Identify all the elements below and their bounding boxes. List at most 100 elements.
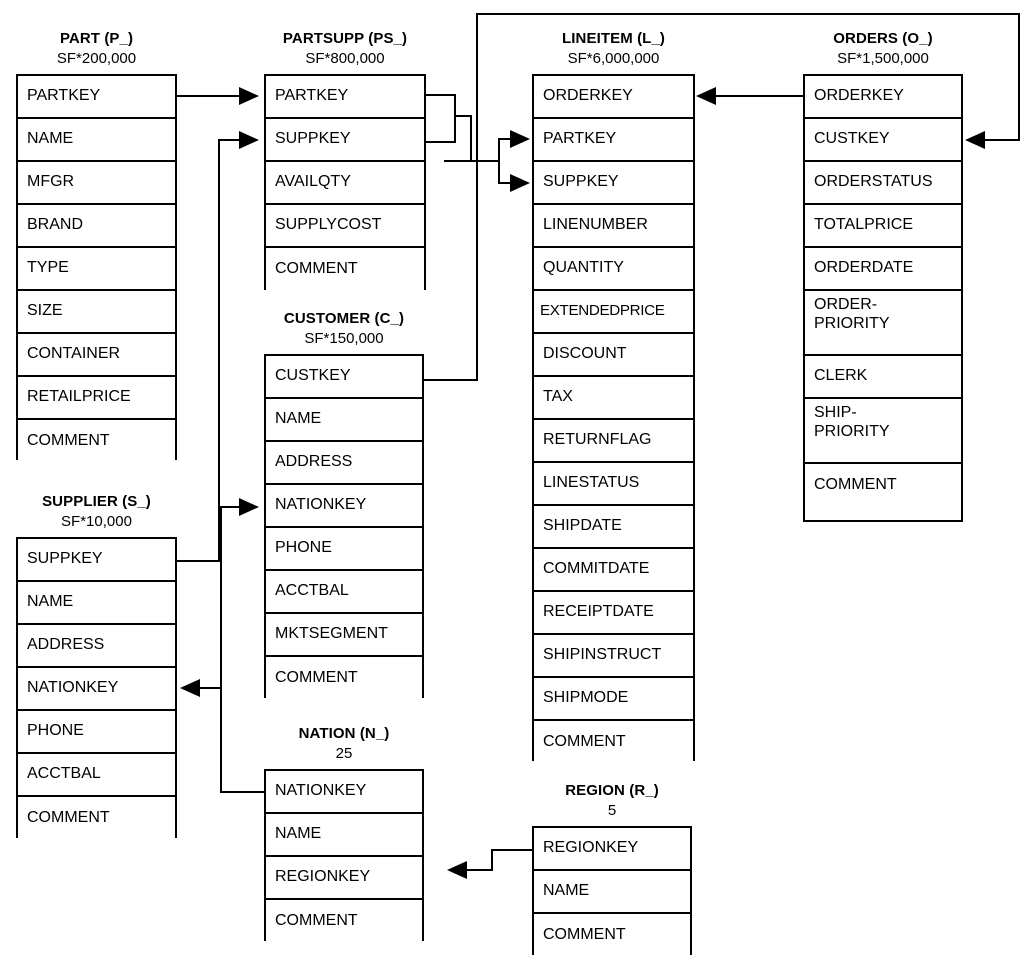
arrowhead-lineitem-suppkey [510, 174, 530, 192]
column-lineitem-orderkey[interactable]: ORDERKEY [534, 76, 693, 119]
column-nation-comment[interactable]: COMMENT [266, 900, 422, 943]
column-orders-orderpriority[interactable]: ORDER- PRIORITY [805, 291, 961, 356]
column-part-partkey[interactable]: PARTKEY [18, 76, 175, 119]
column-orders-orderdate[interactable]: ORDERDATE [805, 248, 961, 291]
arrowhead-lineitem-orderkey [696, 87, 716, 105]
entity-orders-title: ORDERS (O_) [833, 30, 933, 47]
column-lineitem-quantity[interactable]: QUANTITY [534, 248, 693, 291]
link-part-partsupp [177, 95, 239, 97]
column-lineitem-shipinstruct[interactable]: SHIPINSTRUCT [534, 635, 693, 678]
column-lineitem-returnflag[interactable]: RETURNFLAG [534, 420, 693, 463]
column-orders-shippriority-line2: PRIORITY [814, 422, 890, 440]
column-supplier-acctbal[interactable]: ACCTBAL [18, 754, 175, 797]
column-orders-clerk[interactable]: CLERK [805, 356, 961, 399]
column-part-comment[interactable]: COMMENT [18, 420, 175, 462]
column-partsupp-availqty[interactable]: AVAILQTY [266, 162, 424, 205]
link-region-nation-seg1 [493, 849, 532, 851]
link-customer-orders-seg2 [476, 13, 478, 381]
arrowhead-customer-nationkey [239, 498, 259, 516]
column-lineitem-extendedprice[interactable]: EXTENDEDPRICE [534, 291, 693, 334]
column-lineitem-partkey[interactable]: PARTKEY [534, 119, 693, 162]
link-supplier-partsupp-seg3 [218, 139, 239, 141]
column-customer-name[interactable]: NAME [266, 399, 422, 442]
link-customer-orders-seg3 [476, 13, 1020, 15]
column-part-size[interactable]: SIZE [18, 291, 175, 334]
column-lineitem-tax[interactable]: TAX [534, 377, 693, 420]
link-partsupp-lineitem-a2 [454, 94, 456, 143]
link-partsupp-lineitem-b2 [470, 115, 472, 162]
link-supplier-partsupp-seg2 [218, 139, 220, 562]
column-customer-mktsegment[interactable]: MKTSEGMENT [266, 614, 422, 657]
entity-customer-title: CUSTOMER (C_) [283, 310, 405, 327]
column-lineitem-comment[interactable]: COMMENT [534, 721, 693, 763]
entity-supplier-title: SUPPLIER (S_) [42, 493, 151, 510]
column-orders-orderpriority-line1: ORDER- [814, 296, 878, 313]
link-nation-customer [220, 506, 239, 508]
column-part-mfgr[interactable]: MFGR [18, 162, 175, 205]
link-region-nation-seg2 [491, 849, 493, 871]
arrowhead-supplier-nationkey [180, 679, 200, 697]
column-part-type[interactable]: TYPE [18, 248, 175, 291]
column-supplier-suppkey[interactable]: SUPPKEY [18, 539, 175, 582]
column-lineitem-commitdate[interactable]: COMMITDATE [534, 549, 693, 592]
column-orders-orderkey[interactable]: ORDERKEY [805, 76, 961, 119]
column-lineitem-discount[interactable]: DISCOUNT [534, 334, 693, 377]
arrowhead-nation-regionkey [447, 861, 467, 879]
link-partsupp-lineitem-c3 [498, 138, 512, 140]
column-partsupp-comment[interactable]: COMMENT [266, 248, 424, 291]
column-partsupp-suppkey[interactable]: SUPPKEY [266, 119, 424, 162]
column-customer-custkey[interactable]: CUSTKEY [266, 356, 422, 399]
column-lineitem-shipmode[interactable]: SHIPMODE [534, 678, 693, 721]
link-nation-fan-seg1 [220, 791, 266, 793]
column-part-container[interactable]: CONTAINER [18, 334, 175, 377]
arrowhead-lineitem-partkey [510, 130, 530, 148]
column-supplier-nationkey[interactable]: NATIONKEY [18, 668, 175, 711]
column-supplier-name[interactable]: NAME [18, 582, 175, 625]
column-orders-orderstatus[interactable]: ORDERSTATUS [805, 162, 961, 205]
link-supplier-partsupp-seg1 [177, 560, 220, 562]
entity-partsupp-title: PARTSUPP (PS_) [282, 30, 408, 47]
column-region-comment[interactable]: COMMENT [534, 914, 690, 957]
column-region-regionkey[interactable]: REGIONKEY [534, 828, 690, 871]
column-lineitem-shipdate[interactable]: SHIPDATE [534, 506, 693, 549]
column-orders-comment[interactable]: COMMENT [805, 464, 961, 507]
column-supplier-phone[interactable]: PHONE [18, 711, 175, 754]
column-customer-address[interactable]: ADDRESS [266, 442, 422, 485]
column-customer-phone[interactable]: PHONE [266, 528, 422, 571]
column-region-name[interactable]: NAME [534, 871, 690, 914]
column-lineitem-receiptdate[interactable]: RECEIPTDATE [534, 592, 693, 635]
column-lineitem-linestatus[interactable]: LINESTATUS [534, 463, 693, 506]
column-partsupp-supplycost[interactable]: SUPPLYCOST [266, 205, 424, 248]
column-supplier-address[interactable]: ADDRESS [18, 625, 175, 668]
column-partsupp-partkey[interactable]: PARTKEY [266, 76, 424, 119]
column-nation-name[interactable]: NAME [266, 814, 422, 857]
column-part-brand[interactable]: BRAND [18, 205, 175, 248]
link-customer-orders-seg4 [1018, 13, 1020, 140]
column-lineitem-linenumber[interactable]: LINENUMBER [534, 205, 693, 248]
entity-partsupp-cardinality: SF*800,000 [305, 50, 385, 67]
column-orders-totalprice[interactable]: TOTALPRICE [805, 205, 961, 248]
column-part-retailprice[interactable]: RETAILPRICE [18, 377, 175, 420]
column-part-name[interactable]: NAME [18, 119, 175, 162]
column-nation-nationkey[interactable]: NATIONKEY [266, 771, 422, 814]
entity-region-title: REGION (R_) [565, 782, 659, 799]
entity-nation-cardinality: 25 [335, 745, 353, 762]
entity-part-box: PARTKEY NAME MFGR BRAND TYPE SIZE CONTAI… [16, 74, 177, 462]
column-supplier-comment[interactable]: COMMENT [18, 797, 175, 840]
column-customer-comment[interactable]: COMMENT [266, 657, 422, 699]
entity-orders-box: ORDERKEY CUSTKEY ORDERSTATUS TOTALPRICE … [803, 74, 963, 522]
entity-region-box: REGIONKEY NAME COMMENT [532, 826, 692, 957]
column-orders-custkey[interactable]: CUSTKEY [805, 119, 961, 162]
column-lineitem-suppkey[interactable]: SUPPKEY [534, 162, 693, 205]
column-customer-acctbal[interactable]: ACCTBAL [266, 571, 422, 614]
link-partsupp-lineitem-a1 [426, 94, 456, 96]
arrowhead-partsupp-partkey [239, 87, 259, 105]
entity-orders-cardinality: SF*1,500,000 [837, 50, 929, 67]
link-partsupp-lineitem-a3 [426, 141, 456, 143]
column-customer-nationkey[interactable]: NATIONKEY [266, 485, 422, 528]
entity-nation-box: NATIONKEY NAME REGIONKEY COMMENT [264, 769, 424, 943]
entity-lineitem-box: ORDERKEY PARTKEY SUPPKEY LINENUMBER QUAN… [532, 74, 695, 763]
column-nation-regionkey[interactable]: REGIONKEY [266, 857, 422, 900]
column-orders-shippriority[interactable]: SHIP- PRIORITY [805, 399, 961, 464]
